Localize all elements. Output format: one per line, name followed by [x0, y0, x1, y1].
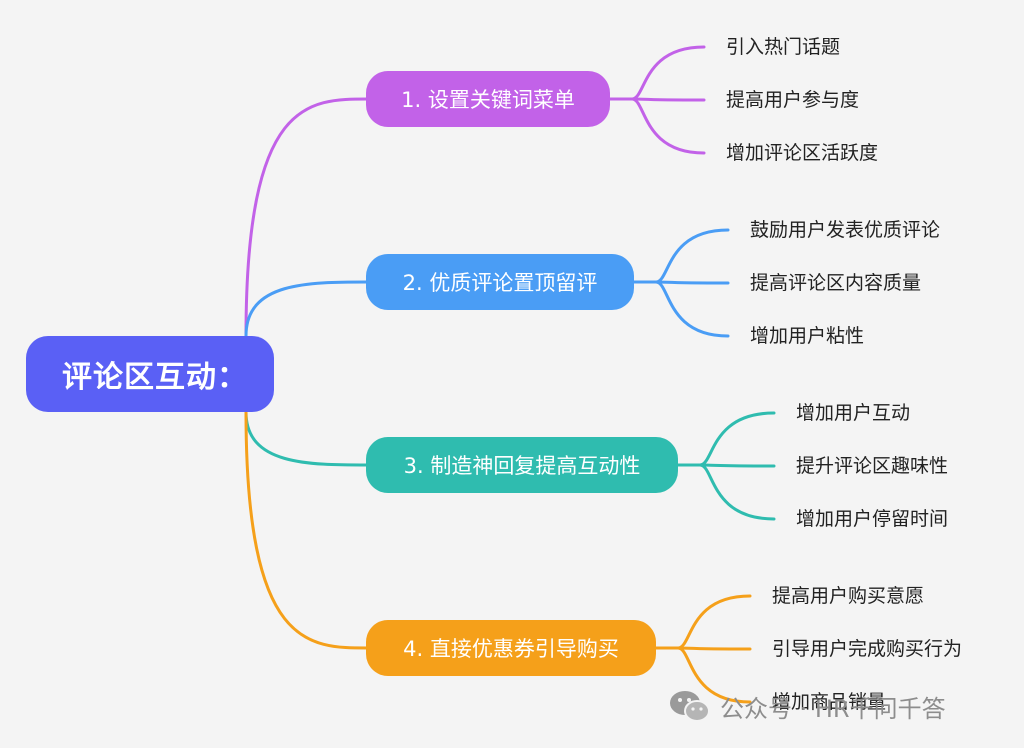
root-connectors [244, 97, 370, 650]
branch-label: 1. 设置关键词菜单 [401, 88, 575, 112]
watermark-text: 公众号 · HR千问千答 [720, 694, 946, 723]
leaf-item: 提高评论区内容质量 [750, 272, 922, 294]
connector-line [630, 97, 706, 102]
connector-line [244, 280, 370, 338]
connector-line [244, 97, 370, 338]
leaf-item: 提高用户购买意愿 [772, 585, 925, 607]
connector-line [698, 463, 776, 521]
leaf-item: 提高用户参与度 [726, 89, 860, 111]
leaf-item: 增加用户粘性 [750, 325, 865, 347]
connector-line [630, 97, 706, 155]
connector-line [676, 646, 752, 704]
connector-line [676, 646, 752, 651]
leaf-item: 提升评论区趣味性 [796, 455, 949, 477]
connector-line [654, 280, 730, 338]
leaf-item: 增加商品销量 [772, 691, 887, 713]
connector-line [698, 411, 776, 467]
leaf-item: 引导用户完成购买行为 [772, 638, 963, 660]
connector-line [244, 410, 370, 467]
wechat-icon [670, 691, 710, 722]
connector-line [654, 228, 730, 284]
leaf-item: 引入热门话题 [726, 36, 841, 58]
root-label: 评论区互动： [62, 360, 248, 395]
connector-line [244, 410, 370, 650]
branch-node-keyword-menu[interactable]: 1. 设置关键词菜单 [366, 71, 610, 127]
leaf-item: 鼓励用户发表优质评论 [750, 219, 941, 241]
branch-node-witty-replies[interactable]: 3. 制造神回复提高互动性 [366, 437, 678, 493]
root-node[interactable]: 评论区互动： [26, 336, 274, 412]
watermark: 公众号 · HR千问千答 [668, 686, 946, 726]
leaf-item: 增加用户互动 [796, 402, 911, 424]
branch-label: 3. 制造神回复提高互动性 [403, 454, 641, 478]
leaf-connectors [604, 45, 776, 704]
leaf-item: 增加评论区活跃度 [726, 142, 879, 164]
connector-line [630, 45, 706, 101]
branch-node-pin-comments[interactable]: 2. 优质评论置顶留评 [366, 254, 634, 310]
connector-line [654, 280, 730, 285]
branch-label: 2. 优质评论置顶留评 [402, 271, 598, 295]
leaf-item: 增加用户停留时间 [796, 508, 949, 530]
connector-line [698, 463, 776, 468]
connector-line [676, 594, 752, 650]
branch-node-coupon[interactable]: 4. 直接优惠券引导购买 [366, 620, 656, 676]
branch-label: 4. 直接优惠券引导购买 [403, 637, 619, 661]
